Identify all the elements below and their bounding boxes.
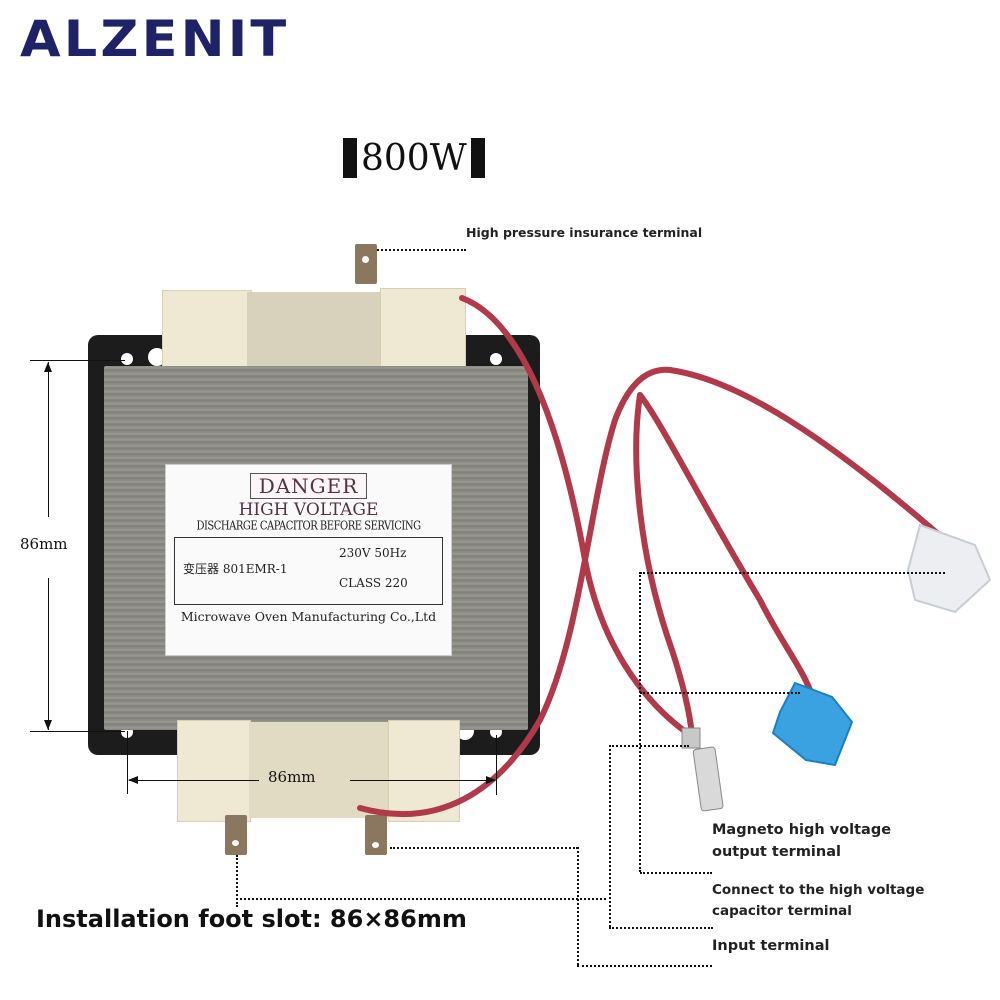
dim-arrow-up <box>48 362 49 517</box>
arrowhead-up-icon <box>44 362 52 372</box>
voltage-frequency: 230V 50Hz <box>339 546 407 560</box>
coil-top <box>247 292 381 372</box>
terminal-tab-top <box>355 244 377 284</box>
callout-capacitor-line1: Connect to the high voltage <box>712 882 925 898</box>
wire-to-blue-connector <box>637 392 813 693</box>
plate-hole <box>148 348 166 366</box>
clear-connector-icon <box>906 523 992 614</box>
blue-connector-icon <box>771 681 854 767</box>
warning-label: DANGER HIGH VOLTAGE DISCHARGE CAPACITOR … <box>165 464 452 656</box>
dim-extension-top <box>30 360 125 361</box>
spade-crimp-icon <box>681 727 701 749</box>
wire-to-spade <box>633 392 695 738</box>
right-bracket-icon <box>470 138 485 178</box>
manufacturer-text: Microwave Oven Manufacturing Co.,Ltd <box>180 609 437 624</box>
coil-tape-top-right <box>380 288 466 374</box>
installation-foot-slot-text: Installation foot slot: 86×86mm <box>36 905 467 933</box>
arrowhead-down-icon <box>44 720 52 730</box>
arrowhead-right-icon <box>486 776 496 784</box>
insulation-class: CLASS 220 <box>339 576 408 590</box>
callout-leader-top <box>366 249 466 251</box>
leader-input-h1 <box>390 847 578 849</box>
leader-input-v <box>577 847 579 965</box>
terminal-tab-bottom-right <box>365 815 387 855</box>
width-dimension-label: 86mm <box>268 768 316 786</box>
coil-bottom <box>249 722 389 818</box>
power-rating-value: 800W <box>361 138 467 179</box>
dim-extension-bottom <box>30 731 125 732</box>
spade-terminal-icon <box>692 746 724 812</box>
coil-tape-top-left <box>162 290 252 374</box>
callout-input: Input terminal <box>712 938 830 954</box>
leader-input-h2 <box>577 965 712 967</box>
high-voltage-text: HIGH VOLTAGE <box>238 500 379 520</box>
brand-logo: ALZENIT <box>20 10 290 68</box>
dim-arrow-left <box>129 780 259 781</box>
mount-hole-top-right <box>490 353 502 365</box>
leader-magneto-h1 <box>640 572 945 574</box>
dim-arrow-down <box>48 578 49 730</box>
callout-capacitor: Connect to the high voltage capacitor te… <box>712 880 924 922</box>
danger-text: DANGER <box>249 473 368 499</box>
leader-capacitor-v <box>609 745 611 927</box>
callout-magneto: Magneto high voltage output terminal <box>712 819 891 863</box>
wire-to-input-terminal <box>459 295 693 738</box>
tab-hole <box>362 256 369 263</box>
leader-magneto-v <box>639 572 641 872</box>
height-dimension-label: 86mm <box>20 535 68 553</box>
left-bracket-icon <box>343 138 357 178</box>
leader-magneto-h2 <box>640 872 712 874</box>
leader-bottom-h <box>236 898 606 900</box>
leader-capacitor-h1 <box>640 692 800 694</box>
terminal-tab-bottom-left <box>225 815 247 855</box>
spec-box: 变压器 801EMR-1 230V 50Hz CLASS 220 <box>174 537 443 605</box>
dim-extension-right <box>496 735 497 795</box>
coil-tape-bottom-left <box>177 720 251 822</box>
discharge-warning: DISCHARGE CAPACITOR BEFORE SERVICING <box>196 519 421 534</box>
tab-hole <box>372 842 379 848</box>
callout-magneto-line1: Magneto high voltage <box>712 822 892 838</box>
dim-arrow-right <box>350 780 495 781</box>
tab-hole <box>232 840 239 846</box>
mount-hole-top-left <box>121 353 133 365</box>
model-number: 变压器 801EMR-1 <box>183 562 288 576</box>
callout-high-pressure-terminal: High pressure insurance terminal <box>466 225 703 240</box>
callout-magneto-line2: output terminal <box>712 844 841 860</box>
leader-capacitor-h0 <box>609 745 689 747</box>
leader-bottom-left-v <box>236 855 238 907</box>
arrowhead-left-icon <box>128 776 138 784</box>
dim-extension-left <box>127 731 128 794</box>
callout-capacitor-line2: capacitor terminal <box>712 903 852 919</box>
leader-capacitor-h2 <box>609 927 713 929</box>
power-rating-title: 800W <box>343 138 485 181</box>
